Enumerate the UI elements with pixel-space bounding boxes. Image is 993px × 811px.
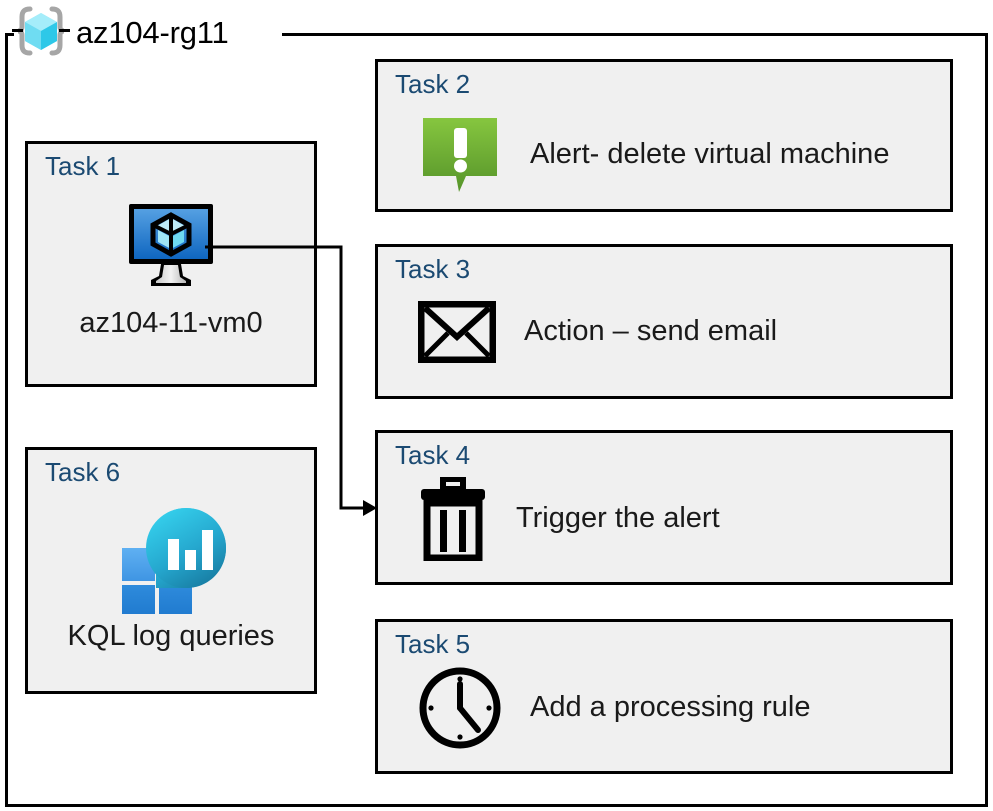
task-caption: Action – send email [524, 315, 778, 348]
resource-group-cube-icon [12, 5, 70, 59]
task-box-task6[interactable]: Task 6 [25, 447, 317, 694]
task-label: Task 2 [395, 69, 471, 99]
task4-content: Trigger the alert [418, 477, 720, 561]
task-caption: Add a processing rule [530, 691, 811, 724]
task-label: Task 4 [395, 440, 471, 470]
task-box-task1[interactable]: Task 1 [25, 141, 317, 387]
task-label: Task 1 [45, 151, 121, 181]
alert-speech-bubble-icon [418, 114, 502, 196]
task-caption: Alert- delete virtual machine [530, 138, 890, 171]
envelope-icon [418, 301, 496, 363]
task-caption: az104-11-vm0 [79, 307, 263, 339]
resource-group-name: az104-rg11 [76, 14, 229, 50]
clock-icon [418, 666, 502, 750]
trash-can-icon [418, 477, 488, 561]
task2-content: Alert- delete virtual machine [418, 114, 889, 196]
task-box-task2[interactable]: Task 2 Alert- delete virtual machine [375, 59, 953, 212]
task-label: Task 6 [45, 457, 121, 487]
task-caption: KQL log queries [67, 620, 275, 652]
task5-content: Add a processing rule [418, 666, 811, 750]
task-box-task4[interactable]: Task 4 Trigger the alert [375, 430, 953, 585]
task-label: Task 3 [395, 254, 471, 284]
resource-group-container [5, 33, 988, 807]
task3-content: Action – send email [418, 301, 777, 363]
log-analytics-icon [28, 506, 314, 614]
task-box-task3[interactable]: Task 3 Action – send email [375, 244, 953, 399]
task-box-task5[interactable]: Task 5 Add a processing rule [375, 619, 953, 774]
resource-group-header: az104-rg11 [12, 4, 229, 60]
virtual-machine-icon [28, 202, 314, 288]
task-label: Task 5 [395, 629, 471, 659]
task-caption: Trigger the alert [516, 502, 720, 535]
